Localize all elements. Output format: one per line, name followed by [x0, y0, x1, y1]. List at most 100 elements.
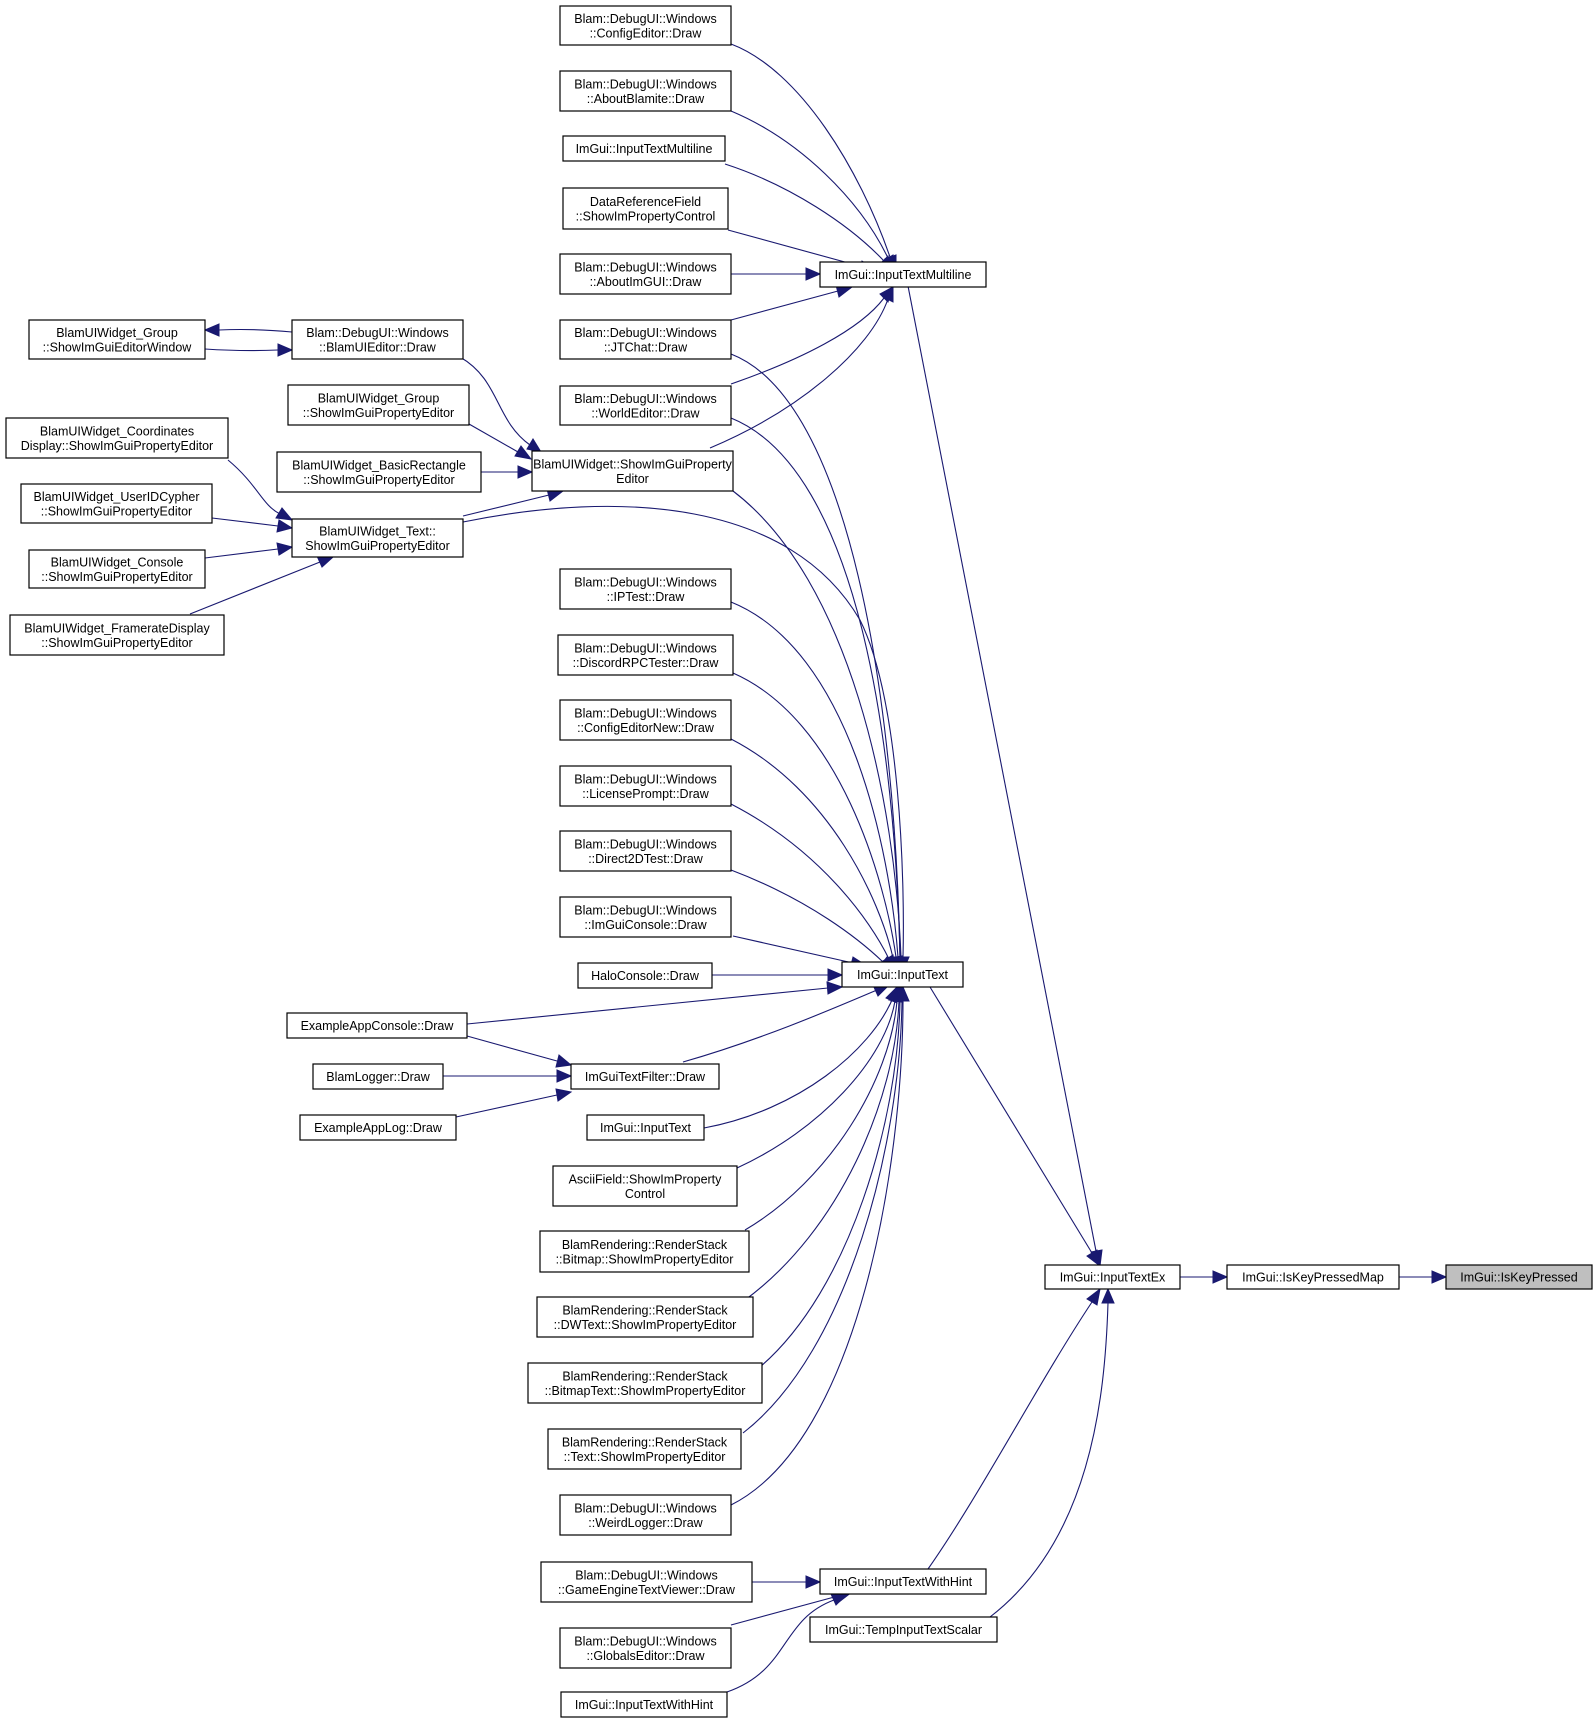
- node-aboutimgui[interactable]: Blam::DebugUI::Windows::AboutImGUI::Draw: [559, 253, 732, 295]
- node-group-spe[interactable]: BlamUIWidget_Group::ShowImGuiPropertyEdi…: [287, 384, 470, 426]
- edge-exampleappconsole-to-inputtext: [466, 987, 829, 1025]
- node-box: [9, 614, 225, 656]
- node-exampleapplog[interactable]: ExampleAppLog::Draw: [299, 1114, 457, 1141]
- node-licenseprompt[interactable]: Blam::DebugUI::Windows::LicensePrompt::D…: [559, 765, 732, 807]
- edge-inputtext-to-inputtextex: [929, 986, 1093, 1254]
- node-label: ::ConfigEditorNew::Draw: [577, 721, 715, 735]
- node-label: BlamUIWidget_Text::: [319, 524, 436, 538]
- edge-blamuiwidgetspe-to-inputtext: [732, 490, 902, 958]
- arrowhead: [1086, 1287, 1101, 1306]
- node-inputtextwithhint-ov[interactable]: ImGui::InputTextWithHint: [560, 1691, 728, 1718]
- node-box: [570, 1063, 720, 1090]
- node-label: ImGui::IsKeyPressed: [1460, 1271, 1577, 1285]
- node-label: Display::ShowImGuiPropertyEditor: [21, 439, 213, 453]
- node-exampleappconsole[interactable]: ExampleAppConsole::Draw: [286, 1012, 468, 1039]
- node-group-editorwindow[interactable]: BlamUIWidget_Group::ShowImGuiEditorWindo…: [28, 319, 206, 360]
- node-rs-text[interactable]: BlamRendering::RenderStack::Text::ShowIm…: [547, 1428, 742, 1470]
- edge-inputtextov-to-inputtext: [703, 999, 893, 1129]
- node-imguitextfilter[interactable]: ImGuiTextFilter::Draw: [570, 1063, 720, 1090]
- node-jtchat[interactable]: Blam::DebugUI::Windows::JTChat::Draw: [559, 319, 732, 360]
- node-rs-bitmaptext[interactable]: BlamRendering::RenderStack::BitmapText::…: [527, 1362, 763, 1404]
- node-configeditornew[interactable]: Blam::DebugUI::Windows::ConfigEditorNew:…: [559, 699, 732, 741]
- node-worldeditor[interactable]: Blam::DebugUI::Windows::WorldEditor::Dra…: [559, 385, 732, 426]
- node-inputtext[interactable]: ImGui::InputText: [841, 961, 964, 988]
- node-blamuieditor[interactable]: Blam::DebugUI::Windows::BlamUIEditor::Dr…: [291, 319, 464, 360]
- node-box: [287, 384, 470, 426]
- node-label: ::ShowImGuiPropertyEditor: [303, 473, 454, 487]
- node-blamlogger[interactable]: BlamLogger::Draw: [312, 1063, 444, 1090]
- node-label: ImGuiTextFilter::Draw: [585, 1070, 706, 1084]
- node-inputtextmultiline-ov[interactable]: ImGui::InputTextMultiline: [562, 135, 726, 162]
- node-box: [562, 187, 729, 230]
- node-label: Blam::DebugUI::Windows: [574, 1634, 716, 1648]
- node-box: [559, 1494, 732, 1536]
- node-weirdlogger[interactable]: Blam::DebugUI::Windows::WeirdLogger::Dra…: [559, 1494, 732, 1536]
- node-rs-bitmap[interactable]: BlamRendering::RenderStack::Bitmap::Show…: [539, 1230, 750, 1273]
- node-globalseditor[interactable]: Blam::DebugUI::Windows::GlobalsEditor::D…: [559, 1627, 732, 1669]
- node-label: ::Text::ShowImPropertyEditor: [564, 1450, 726, 1464]
- edge-imguiconsole-to-inputtext: [732, 935, 854, 964]
- node-coordinates[interactable]: BlamUIWidget_CoordinatesDisplay::ShowImG…: [5, 417, 229, 459]
- node-direct2dtest[interactable]: Blam::DebugUI::Windows::Direct2DTest::Dr…: [559, 830, 732, 872]
- node-inputtext-ov[interactable]: ImGui::InputText: [586, 1114, 705, 1141]
- arrowhead: [526, 438, 543, 453]
- node-inputtextmultiline[interactable]: ImGui::InputTextMultiline: [819, 261, 987, 288]
- node-label: Blam::DebugUI::Windows: [574, 1501, 716, 1515]
- node-box: [299, 1114, 457, 1141]
- arrowhead: [555, 1088, 573, 1102]
- arrowhead: [1431, 1270, 1448, 1284]
- node-discordrpc[interactable]: Blam::DebugUI::Windows::DiscordRPCTester…: [557, 634, 734, 676]
- node-label: ImGui::InputText: [600, 1121, 692, 1135]
- node-label: ImGui::TempInputTextScalar: [825, 1623, 982, 1637]
- edge-groupspe-to-blamuiwidgetspe: [468, 423, 519, 453]
- node-iskeypressed[interactable]: ImGui::IsKeyPressed: [1445, 1264, 1593, 1290]
- node-label: Control: [625, 1187, 665, 1201]
- node-gameenginetextviewer[interactable]: Blam::DebugUI::Windows::GameEngineTextVi…: [540, 1561, 753, 1603]
- arrowhead: [277, 343, 294, 357]
- node-label: Blam::DebugUI::Windows: [575, 1568, 717, 1582]
- arrowhead: [276, 542, 294, 556]
- node-box: [1044, 1264, 1181, 1290]
- node-label: ::LicensePrompt::Draw: [582, 787, 709, 801]
- node-haloconsole[interactable]: HaloConsole::Draw: [577, 962, 713, 989]
- node-inputtextex[interactable]: ImGui::InputTextEx: [1044, 1264, 1181, 1290]
- node-box: [312, 1063, 444, 1090]
- node-iskeypressedmap[interactable]: ImGui::IsKeyPressedMap: [1226, 1264, 1400, 1290]
- node-rs-dwtext[interactable]: BlamRendering::RenderStack::DWText::Show…: [536, 1296, 754, 1338]
- node-configeditor[interactable]: Blam::DebugUI::Windows::ConfigEditor::Dr…: [559, 5, 732, 46]
- node-label: Blam::DebugUI::Windows: [574, 12, 716, 26]
- edge-iptest-to-inputtext: [730, 601, 899, 958]
- node-label: BlamRendering::RenderStack: [562, 1435, 728, 1449]
- node-inputtextwithhint-mid[interactable]: ImGui::InputTextWithHint: [819, 1568, 987, 1595]
- node-box: [559, 70, 732, 112]
- node-box: [819, 1568, 987, 1595]
- arrowhead: [805, 1575, 822, 1589]
- node-asciifield[interactable]: AsciiField::ShowImPropertyControl: [552, 1165, 738, 1207]
- node-datareferencefield[interactable]: DataReferenceField::ShowImPropertyContro…: [562, 187, 729, 230]
- node-box: [559, 896, 732, 938]
- node-imguiconsole[interactable]: Blam::DebugUI::Windows::ImGuiConsole::Dr…: [559, 896, 732, 938]
- node-console-spe[interactable]: BlamUIWidget_Console::ShowImGuiPropertyE…: [28, 549, 206, 589]
- node-label: BlamUIWidget_UserIDCypher: [33, 490, 199, 504]
- node-tempinputtextscalar[interactable]: ImGui::TempInputTextScalar: [809, 1616, 998, 1643]
- edge-datareferencefield-to-inputtextmultiline: [727, 229, 864, 268]
- node-aboutblamite[interactable]: Blam::DebugUI::Windows::AboutBlamite::Dr…: [559, 70, 732, 112]
- node-iptest[interactable]: Blam::DebugUI::Windows::IPTest::Draw: [559, 568, 732, 610]
- edge-weirdlogger-to-inputtext: [730, 1000, 904, 1506]
- edge-aboutblamite-to-inputtextmultiline: [730, 110, 889, 259]
- arrowhead: [514, 445, 533, 460]
- node-box: [5, 417, 229, 459]
- node-box: [562, 135, 726, 162]
- node-framerate[interactable]: BlamUIWidget_FramerateDisplay::ShowImGui…: [9, 614, 225, 656]
- arrowhead: [555, 1054, 573, 1068]
- node-label: BlamRendering::RenderStack: [562, 1369, 728, 1383]
- node-blamuiwidget-spe[interactable]: BlamUIWidget::ShowImGuiPropertyEditor: [531, 450, 734, 492]
- node-useridcypher[interactable]: BlamUIWidget_UserIDCypher::ShowImGuiProp…: [20, 483, 213, 524]
- node-box: [276, 451, 482, 493]
- node-box: [540, 1561, 753, 1603]
- node-basicrectangle[interactable]: BlamUIWidget_BasicRectangle::ShowImGuiPr…: [276, 451, 482, 493]
- node-label: Blam::DebugUI::Windows: [574, 837, 716, 851]
- node-text-spe[interactable]: BlamUIWidget_Text::ShowImGuiPropertyEdit…: [291, 518, 464, 558]
- node-box: [559, 319, 732, 360]
- arrowhead: [826, 981, 844, 995]
